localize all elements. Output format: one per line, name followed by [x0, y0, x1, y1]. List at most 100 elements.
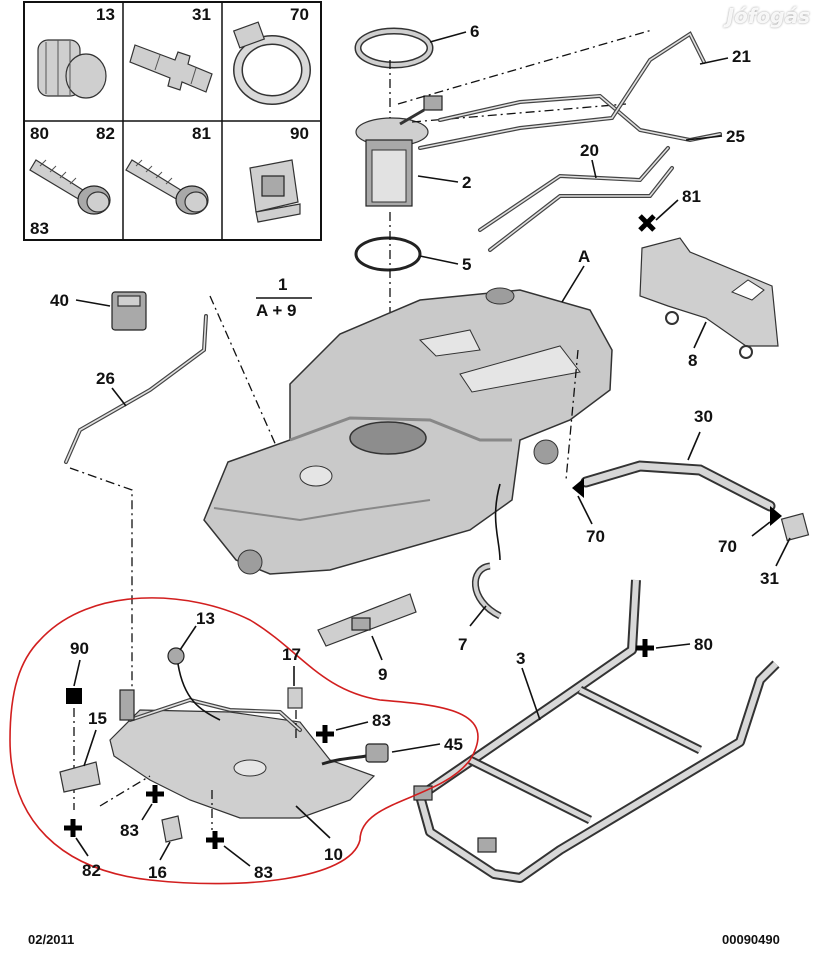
leader-7	[469, 605, 487, 627]
callout-90: 90	[70, 639, 89, 658]
callout-17: 17	[282, 645, 301, 664]
assembly-line	[411, 103, 627, 123]
legend-grid: 13 31 70 80 82 83 81 90	[23, 1, 322, 241]
callout-21: 21	[732, 47, 751, 66]
clip-nut-90	[66, 688, 82, 704]
connector-45	[321, 743, 389, 766]
callout-8: 8	[688, 351, 697, 370]
tank-strap	[472, 483, 502, 620]
legend-num-31: 31	[192, 5, 211, 24]
leader-21	[699, 57, 729, 65]
filler-hose	[580, 460, 776, 512]
leader-70a	[577, 495, 593, 525]
callout-80: 80	[694, 635, 713, 654]
callout-A: A	[578, 247, 590, 266]
leader-70b	[751, 521, 771, 537]
hose-clamp-icon	[232, 21, 311, 105]
formula-note: 1 A + 9	[256, 275, 312, 320]
formula-top: 1	[278, 275, 287, 294]
leader-8	[693, 321, 707, 349]
assembly-line	[99, 775, 151, 807]
leader-9	[371, 635, 383, 661]
callout-31: 31	[760, 569, 779, 588]
legend-num-83: 83	[30, 219, 49, 238]
callout-83a: 83	[372, 711, 391, 730]
fuel-tank	[203, 287, 613, 575]
callout-70a: 70	[586, 527, 605, 546]
locking-ring	[354, 27, 434, 69]
callout-2: 2	[462, 173, 471, 192]
seal-ring	[354, 236, 422, 272]
cross-marker-icon	[638, 214, 656, 232]
leader-30	[687, 431, 701, 461]
leader-83b	[141, 803, 153, 821]
callout-81: 81	[682, 187, 701, 206]
assembly-line	[565, 349, 579, 481]
plus-marker-icon	[206, 831, 224, 849]
leader-83a	[335, 721, 369, 731]
cap-nut-icon	[37, 39, 107, 99]
mounting-bracket	[317, 593, 417, 647]
callout-9: 9	[378, 665, 387, 684]
callout-45: 45	[444, 735, 463, 754]
screw-bolt-icon	[125, 159, 209, 215]
leader-40	[75, 299, 111, 307]
leader-15	[83, 729, 97, 767]
legend-num-82: 82	[96, 124, 115, 143]
leader-10	[295, 805, 331, 839]
highlight-outline	[9, 597, 479, 885]
bracket-15	[59, 761, 101, 793]
leader-83c	[223, 845, 251, 867]
callout-25: 25	[726, 127, 745, 146]
leader-6	[429, 31, 467, 43]
legend-num-13: 13	[96, 5, 115, 24]
tank-cradle	[413, 579, 780, 883]
callout-13: 13	[196, 609, 215, 628]
callout-7: 7	[458, 635, 467, 654]
leader-31	[775, 537, 791, 567]
callout-82: 82	[82, 861, 101, 880]
bracket-16	[161, 815, 183, 843]
clip-17	[287, 687, 303, 709]
legend-num-80: 80	[30, 124, 49, 143]
callout-6: 6	[470, 22, 479, 41]
assembly-line	[69, 467, 133, 690]
auxiliary-tank	[109, 689, 376, 819]
callout-5: 5	[462, 255, 471, 274]
callout-3: 3	[516, 649, 525, 668]
leader-13-pipe	[177, 663, 221, 721]
fuel-lines	[418, 31, 722, 252]
clamp-arrow-icon	[572, 478, 584, 498]
flange-bolt-icon	[29, 159, 111, 215]
footer-date: 02/2011	[28, 932, 75, 947]
vent-pipe	[64, 314, 208, 464]
fuel-pump-module	[355, 95, 443, 207]
heat-shield	[639, 237, 779, 359]
clip-nut-icon	[249, 159, 301, 223]
callout-10: 10	[324, 845, 343, 864]
leader-25	[685, 135, 723, 141]
pipe-cap	[780, 512, 810, 542]
legend-num-90: 90	[290, 124, 309, 143]
leader-45	[391, 743, 441, 753]
electrical-connector	[111, 291, 147, 331]
leader-2	[417, 175, 459, 183]
callout-30: 30	[694, 407, 713, 426]
legend-num-70: 70	[290, 5, 309, 24]
footer-ref: 00090490	[722, 932, 780, 947]
leader-82	[75, 837, 89, 857]
callout-83b: 83	[120, 821, 139, 840]
callout-20: 20	[580, 141, 599, 160]
plus-marker-icon	[636, 639, 654, 657]
callout-83c: 83	[254, 863, 273, 882]
watermark: Jófogás	[726, 4, 810, 28]
plus-marker-icon	[64, 819, 82, 837]
callout-26: 26	[96, 369, 115, 388]
clamp-arrow-icon	[770, 506, 782, 526]
callout-16: 16	[148, 863, 167, 882]
leader-90	[73, 659, 81, 687]
leader-3	[521, 667, 541, 721]
leader-20	[591, 159, 597, 179]
leader-80	[655, 643, 691, 649]
